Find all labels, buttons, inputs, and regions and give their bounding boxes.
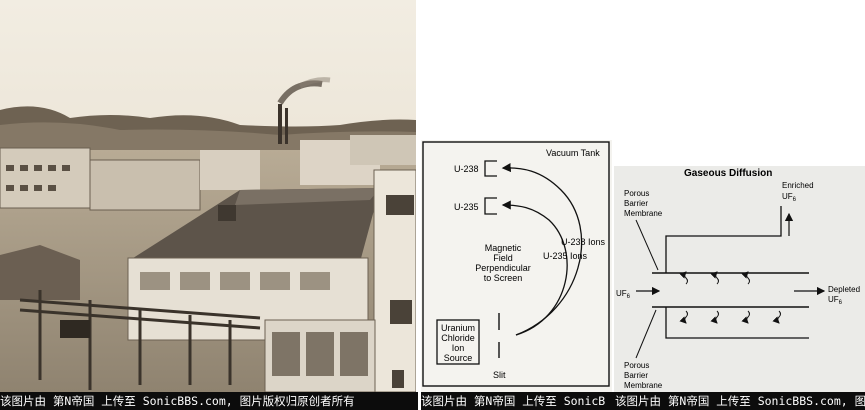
barrier-top-line-3: Membrane — [624, 209, 663, 218]
barrier-bottom-line-1: Porous — [624, 361, 649, 370]
watermark-right: 该图片由 第N帝国 上传至 SonicBBS.com, 图 — [615, 392, 865, 410]
slit-label: Slit — [493, 370, 506, 380]
barrier-top-line-1: Porous — [624, 189, 649, 198]
barrier-bottom-pointer — [635, 309, 657, 359]
gaseous-diffusion-diagram: Gaseous Diffusion Enriched UF6 UF6 Deple… — [614, 166, 865, 392]
source-line-4: Source — [444, 353, 473, 363]
u235-label: U-235 — [454, 202, 479, 212]
u238-ion-path — [501, 163, 583, 336]
source-line-2: Chloride — [441, 333, 475, 343]
u238-collector — [484, 160, 497, 177]
source-line-3: Ion — [452, 343, 465, 353]
field-label-line-4: to Screen — [484, 273, 523, 283]
vacuum-tank-label: Vacuum Tank — [546, 148, 600, 158]
feed-uf6-label: UF6 — [616, 289, 631, 300]
barrier-bottom-line-3: Membrane — [624, 381, 663, 390]
u235-ion-path — [501, 200, 568, 336]
vacuum-tank-border — [422, 141, 610, 387]
depleted-label: Depleted — [828, 285, 860, 294]
u235-ions-label: U-235 Ions — [543, 251, 588, 261]
barrier-top-line-2: Barrier — [624, 199, 648, 208]
plant-photo — [0, 0, 416, 392]
watermark-middle: 该图片由 第N帝国 上传至 SonicB — [421, 392, 615, 410]
u235-collector — [484, 197, 497, 215]
field-label-line-2: Field — [493, 253, 513, 263]
barrier-bottom-line-2: Barrier — [624, 371, 648, 380]
u238-label: U-238 — [454, 164, 479, 174]
barrier-top-pointer — [635, 219, 659, 271]
calutron-diagram: Vacuum Tank U-238 U-235 U-238 Ions U-235… — [421, 140, 612, 392]
enriched-uf6-label: UF6 — [782, 192, 797, 203]
u238-ions-label: U-238 Ions — [561, 237, 606, 247]
enriched-label: Enriched — [782, 181, 814, 190]
source-line-1: Uranium — [441, 323, 475, 333]
watermark-left: 该图片由 第N帝国 上传至 SonicBBS.com, 图片版权归原创者所有 — [0, 392, 418, 410]
depleted-uf6-label: UF6 — [828, 295, 843, 306]
upper-chamber-wall — [665, 206, 782, 273]
lower-chamber-wall — [665, 307, 809, 339]
field-label-line-3: Perpendicular — [475, 263, 531, 273]
ion-source-box — [436, 319, 480, 365]
field-label-line-1: Magnetic — [485, 243, 522, 253]
industrial-plant-image — [0, 0, 416, 392]
diffusion-title: Gaseous Diffusion — [684, 168, 772, 179]
